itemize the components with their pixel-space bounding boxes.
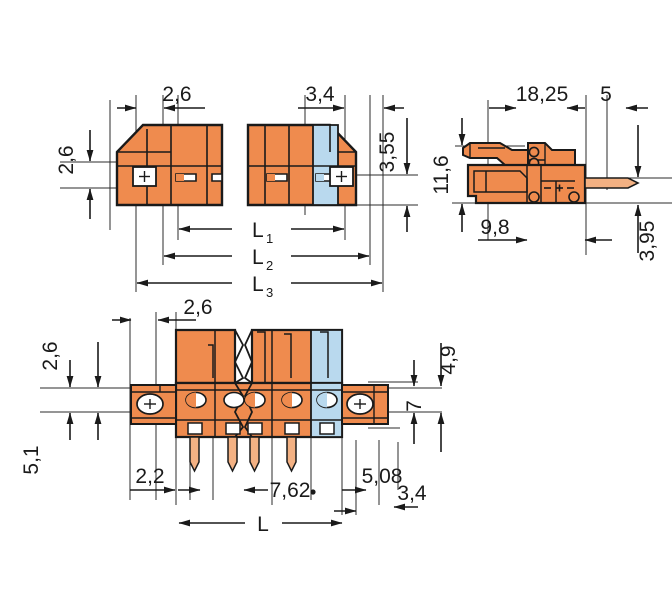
contact-hole-5-fill	[317, 392, 327, 408]
dim-label-side-base-width: 9,8	[480, 216, 509, 239]
latch-slot-fill-right-2	[316, 174, 324, 181]
dim-side-height: 11,6	[430, 118, 466, 232]
dim-L2: L 2	[163, 246, 370, 273]
dim-bottom-34: 3,4	[393, 482, 427, 511]
dim-label-side-pin-length: 5	[600, 83, 612, 106]
pitch-center-dot	[310, 489, 316, 495]
contact-hole-1-fill	[186, 392, 196, 408]
dim-L1: L 1	[178, 219, 345, 246]
side-main-body-details	[473, 165, 575, 203]
bottom-flange-details	[176, 383, 342, 437]
housing-left-internal-lines	[117, 125, 222, 205]
dim-L3: L 3	[136, 273, 383, 300]
solder-pin-side	[584, 177, 640, 189]
dim-bottom-top-26: 2,6	[112, 296, 213, 324]
dim-bottom-left-51: 5,1	[20, 412, 102, 475]
front-body-right	[246, 123, 358, 207]
pivot-circle-5	[528, 191, 540, 203]
break-line-upper	[233, 329, 245, 384]
dim-side-pin-length: 5	[600, 83, 648, 112]
dim-label-bottom-right-upper: 4,9	[437, 345, 460, 374]
front-elevation-view: 2,6 3,4 2,6 3,55 L 1	[55, 83, 418, 300]
dim-label-side-height: 11,6	[430, 155, 453, 194]
dim-label-bottom-pitch: 7,62	[270, 479, 311, 502]
dim-bottom-22: 2,2	[130, 465, 176, 494]
dim-label-bottom-length: L	[257, 513, 269, 536]
mounting-ear-hole-left-cross	[144, 399, 156, 409]
mounting-ear-hole-right-cross	[354, 399, 366, 409]
dim-side-base-width: 9,8	[478, 216, 528, 244]
dim-label-L1: L	[252, 219, 264, 242]
contact-hole-3-fill	[245, 392, 255, 408]
dim-bottom-508: 5,08	[334, 465, 403, 515]
bottom-square-windows	[187, 422, 335, 435]
square-window-5	[319, 422, 335, 435]
bottom-contact-holes	[185, 391, 338, 409]
square-window-2	[225, 422, 241, 435]
solder-pin-2	[227, 436, 238, 473]
dim-label-bottom-left-upper: 2,6	[39, 341, 62, 370]
mounting-hole-right-cross	[336, 171, 347, 182]
dim-label-bottom-right-mid: 7	[403, 400, 426, 412]
dim-label-side-width: 18,25	[516, 83, 569, 106]
dim-label-front-top-left: 2,6	[162, 83, 191, 106]
bottom-solder-pins	[189, 436, 297, 473]
dim-bottom-L: L	[178, 513, 343, 536]
dim-label-L2: L	[252, 246, 264, 269]
bottom-plan-view: 2,6 2,6 5,1 2,2 7,62 5,08	[20, 296, 460, 536]
dim-label-L2-subscript: 2	[266, 258, 273, 273]
dim-side-width: 18,25	[489, 83, 585, 112]
dim-front-right-vertical: 3,55	[376, 118, 411, 232]
pivot-circle-1	[528, 146, 540, 158]
dim-label-front-top-right: 3,4	[305, 83, 335, 106]
square-window-4	[284, 422, 300, 435]
contact-hole-4-fill	[282, 392, 292, 408]
dim-bottom-pitch: 7,62	[178, 479, 316, 502]
right-side-view: 18,25 5 11,6 9,8 3,95	[430, 83, 672, 261]
latch-slot-fill-right-1	[267, 174, 275, 181]
dim-label-bottom-edge-right: 3,4	[397, 482, 427, 505]
contact-marks	[544, 184, 574, 192]
dim-label-front-right-vertical: 3,55	[376, 132, 399, 173]
solder-pin-1	[189, 436, 200, 473]
housing-blue-module	[312, 124, 339, 206]
solder-pin-4	[286, 436, 297, 473]
dim-label-side-pin-offset: 3,95	[636, 221, 659, 262]
square-window-1	[187, 422, 203, 435]
dim-label-L1-subscript: 1	[266, 231, 273, 246]
latch-slot-fill-left-1	[176, 174, 184, 181]
front-body-left	[115, 123, 224, 207]
dim-bottom-left-26: 2,6	[39, 341, 102, 388]
dim-label-bottom-top: 2,6	[183, 296, 212, 319]
pivot-circle-6	[568, 191, 580, 203]
dim-label-L3-subscript: 3	[266, 285, 273, 300]
dim-label-L3: L	[252, 273, 264, 296]
mounting-ear-right-details	[342, 385, 388, 424]
bottom-blue-module-upper	[310, 329, 343, 384]
bottom-housing-left-upper	[174, 328, 237, 385]
dim-front-top-right: 3,4	[298, 83, 404, 112]
dim-label-bottom-mount-offset: 5,08	[362, 465, 403, 488]
dim-label-bottom-left-lower: 5,1	[20, 445, 43, 474]
dim-label-bottom-pin-offset: 2,2	[135, 465, 164, 488]
mounting-ear-left-details	[131, 385, 176, 419]
dim-side-pin-offset: 3,95	[584, 125, 659, 262]
solder-pin-3	[249, 436, 260, 473]
dim-label-front-left-vertical: 2,6	[55, 145, 78, 174]
dim-front-top-left: 2,6	[117, 83, 205, 112]
latch-slot-left-2	[211, 173, 223, 182]
bottom-left-upper-details	[208, 330, 216, 383]
break-line-upper-right	[243, 329, 253, 384]
square-window-3	[247, 422, 263, 435]
dim-front-left-vertical: 2,6	[55, 130, 94, 219]
mounting-hole-left-cross	[139, 171, 150, 182]
lever-arm-details	[469, 143, 506, 166]
bottom-right-upper-details	[257, 330, 329, 383]
housing-right-internal-lines	[248, 125, 356, 205]
contact-hole-2	[223, 391, 245, 409]
dim-bottom-right-49: 4,9 7	[403, 343, 460, 452]
